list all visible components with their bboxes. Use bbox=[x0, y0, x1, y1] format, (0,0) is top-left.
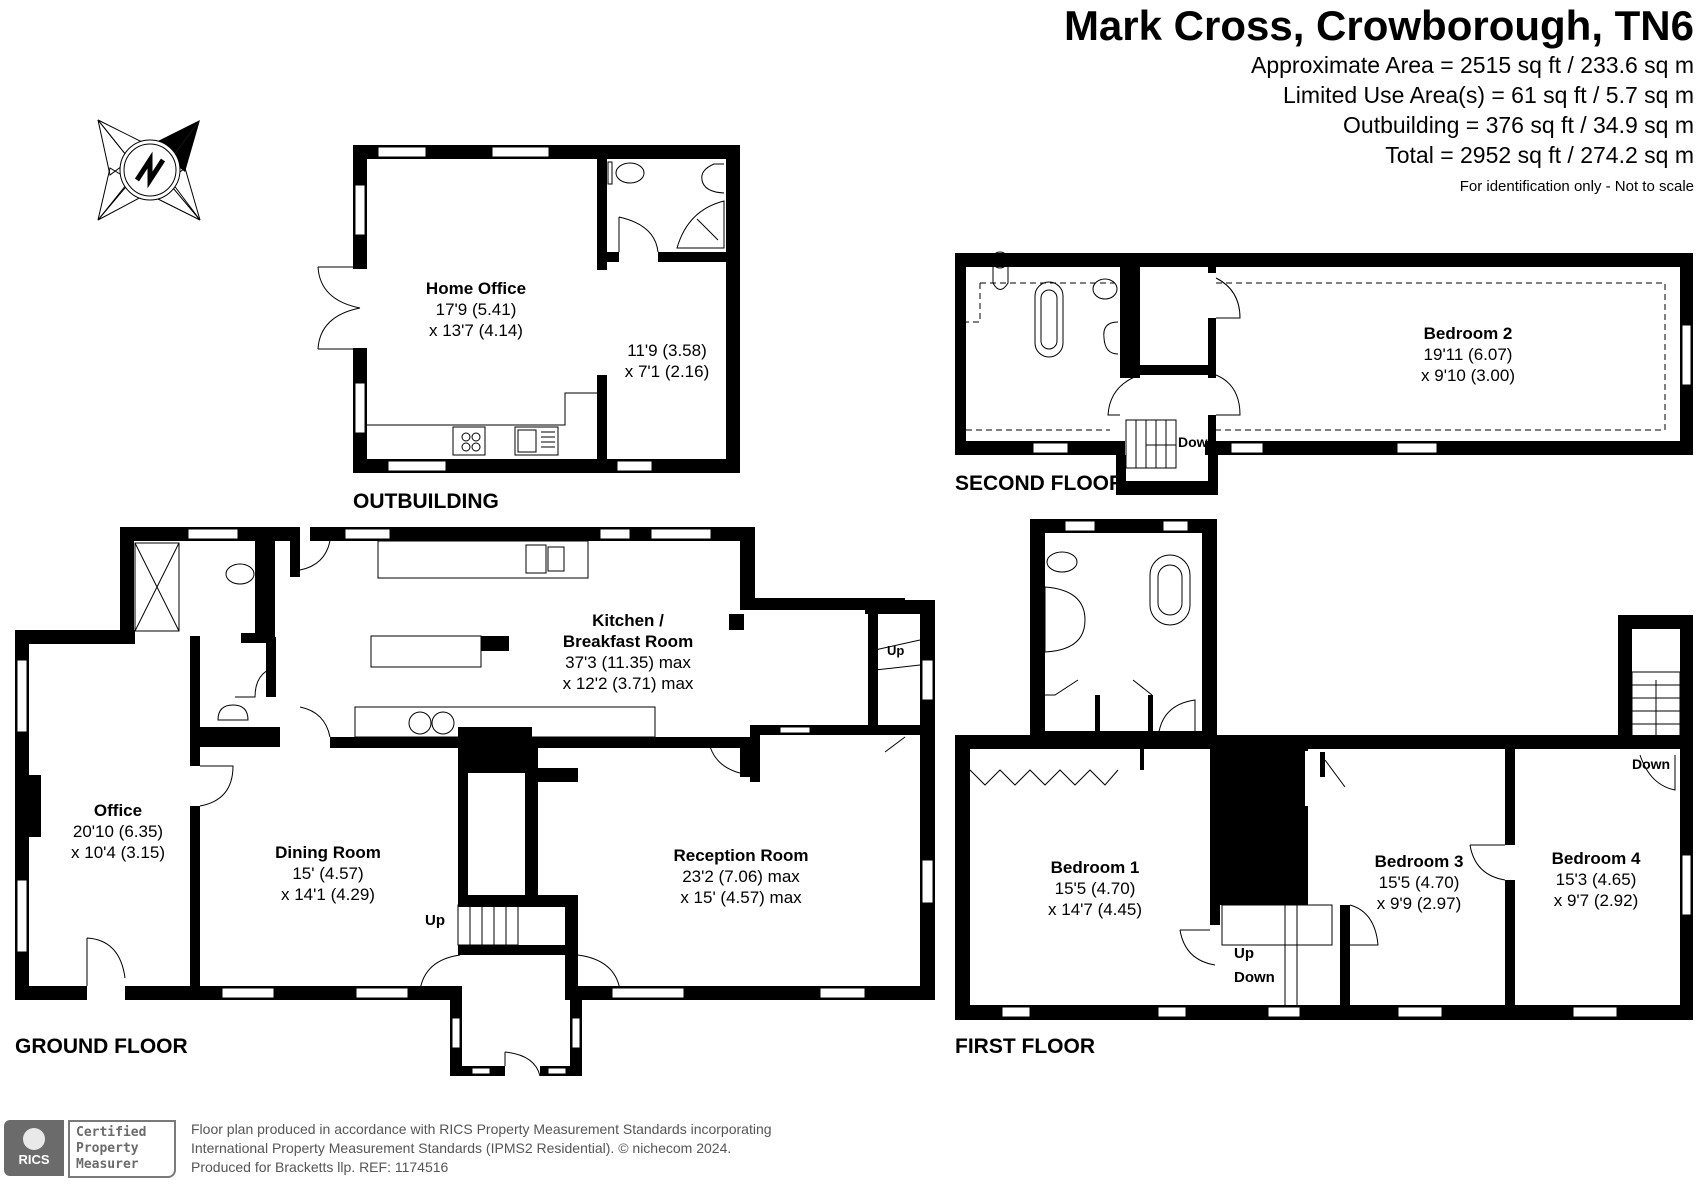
north-compass-icon bbox=[97, 119, 201, 221]
approximate-area: Approximate Area = 2515 sq ft / 233.6 sq… bbox=[1250, 52, 1694, 78]
room-office: Office 20'10 (6.35) x 10'4 (3.15) bbox=[71, 801, 165, 862]
stair-label-up-rear: Up bbox=[887, 643, 905, 658]
room-bedroom-4: Bedroom 4 15'3 (4.65) x 9'7 (2.92) bbox=[1551, 849, 1641, 910]
certified-property-measurer-box: Certified Property Measurer bbox=[68, 1120, 176, 1178]
property-title: Mark Cross, Crowborough, TN6 bbox=[1063, 2, 1694, 49]
limited-use-area: Limited Use Area(s) = 61 sq ft / 5.7 sq … bbox=[1283, 82, 1694, 108]
footer-line-ipms: International Property Measurement Stand… bbox=[191, 1140, 732, 1156]
floor-label-first-floor: FIRST FLOOR bbox=[955, 1035, 1095, 1058]
room-dining-room: Dining Room 15' (4.57) x 14'1 (4.29) bbox=[275, 843, 381, 904]
room-kitchen-breakfast: Kitchen / Breakfast Room 37'3 (11.35) ma… bbox=[562, 611, 694, 693]
stair-label-down: Down bbox=[1178, 434, 1217, 450]
room-home-office: Home Office 17'9 (5.41) x 13'7 (4.14) bbox=[425, 279, 527, 340]
second-floor-plan bbox=[955, 251, 1693, 495]
total-area: Total = 2952 sq ft / 274.2 sq m bbox=[1385, 142, 1694, 168]
rics-certified-badge: RICS Certified Property Measurer bbox=[4, 1120, 178, 1178]
rics-lion-icon bbox=[23, 1128, 45, 1150]
outbuilding-area: Outbuilding = 376 sq ft / 34.9 sq m bbox=[1343, 112, 1694, 138]
outbuilding-plan bbox=[317, 145, 740, 473]
footer-line-standards: Floor plan produced in accordance with R… bbox=[191, 1121, 772, 1137]
footer-credits: Floor plan produced in accordance with R… bbox=[191, 1120, 772, 1177]
stair-label-down-landing: Down bbox=[1234, 969, 1275, 986]
room-bedroom-1: Bedroom 1 15'5 (4.70) x 14'7 (4.45) bbox=[1048, 858, 1142, 919]
ground-floor-plan bbox=[15, 527, 935, 1077]
area-summary: Approximate Area = 2515 sq ft / 233.6 sq… bbox=[1251, 50, 1694, 170]
stair-label-down-bedroom-4: Down bbox=[1632, 756, 1671, 772]
scale-disclaimer: For identification only - Not to scale bbox=[1459, 178, 1694, 195]
floor-label-ground-floor: GROUND FLOOR bbox=[15, 1035, 188, 1058]
stair-label-up: Up bbox=[425, 912, 445, 929]
room-bedroom-2: Bedroom 2 19'11 (6.07) x 9'10 (3.00) bbox=[1421, 324, 1515, 385]
room-outbuilding-annex: 11'9 (3.58) x 7'1 (2.16) bbox=[624, 341, 710, 381]
first-floor-plan bbox=[955, 519, 1693, 1020]
rics-logo: RICS bbox=[4, 1120, 64, 1176]
floor-label-second-floor: SECOND FLOOR bbox=[955, 472, 1125, 495]
floor-label-outbuilding: OUTBUILDING bbox=[353, 490, 499, 513]
room-bedroom-3: Bedroom 3 15'5 (4.70) x 9'9 (2.97) bbox=[1374, 852, 1464, 913]
stair-label-up-landing: Up bbox=[1234, 945, 1254, 962]
footer-line-reference: Produced for Bracketts llp. REF: 1174516 bbox=[191, 1159, 449, 1175]
room-reception: Reception Room 23'2 (7.06) max x 15' (4.… bbox=[673, 846, 809, 907]
